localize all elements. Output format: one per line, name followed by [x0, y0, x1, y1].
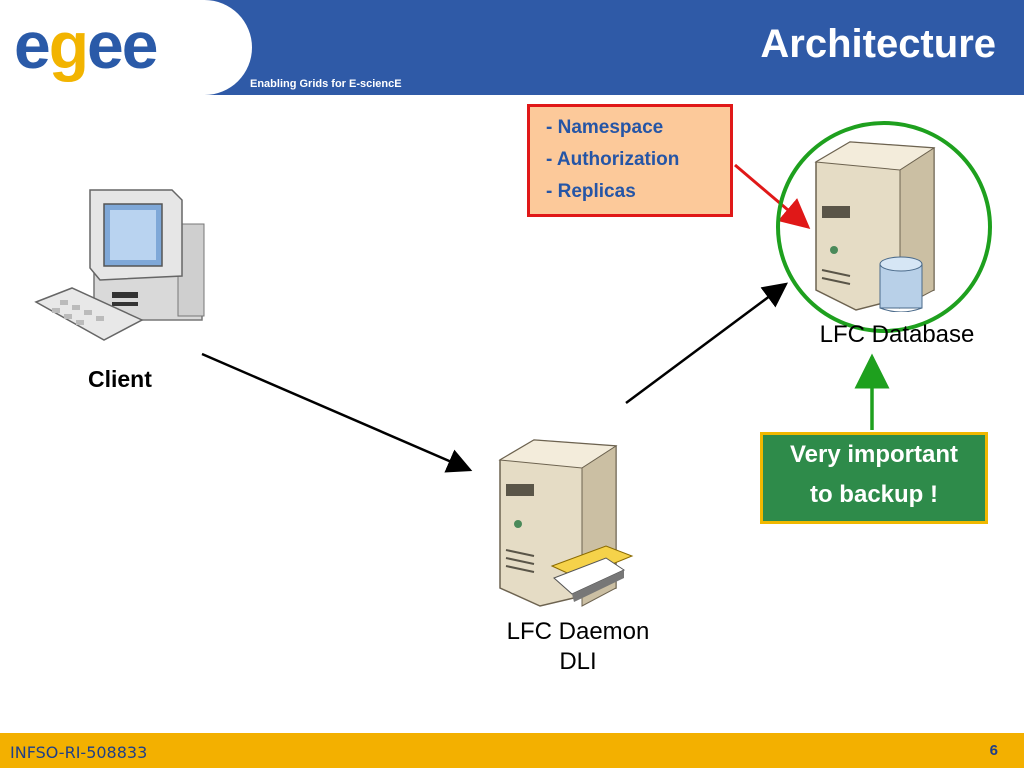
server-icon	[498, 439, 634, 607]
info-to-database-arrow	[734, 163, 811, 229]
info-item-authorization: - Authorization	[546, 149, 680, 170]
backup-note-box: Very important to backup !	[760, 432, 988, 524]
database-label: LFC Database	[819, 321, 975, 348]
note-line2: to backup !	[809, 481, 938, 508]
info-item-replicas: - Replicas	[546, 181, 636, 202]
daemon-label: LFC Daemon DLI	[470, 617, 686, 677]
page-number: 6	[989, 742, 998, 759]
header-bar: egee Enabling Grids for E-sciencE Archit…	[0, 0, 1024, 95]
footer-bar: INFSO-RI-508833 6	[0, 733, 1024, 768]
logo-area: egee	[0, 0, 252, 95]
daemon-to-database-arrow	[625, 282, 789, 405]
info-item-namespace: - Namespace	[546, 117, 664, 138]
database-contents-box: - Namespace - Authorization - Replicas	[527, 104, 733, 217]
tagline: Enabling Grids for E-sciencE	[250, 78, 402, 90]
database-server-icon	[814, 141, 936, 312]
slide-title: Architecture	[760, 22, 996, 66]
daemon-label-line2: DLI	[559, 648, 597, 675]
egee-logo: egee	[14, 8, 158, 82]
client-label: Client	[88, 366, 152, 392]
footer-project-id: INFSO-RI-508833	[10, 743, 148, 762]
database-highlight-circle	[776, 121, 992, 333]
client-to-daemon-arrow	[201, 352, 473, 473]
workstation-icon	[34, 189, 205, 341]
note-line1: Very important	[789, 441, 959, 468]
daemon-label-line1: LFC Daemon	[506, 618, 650, 645]
